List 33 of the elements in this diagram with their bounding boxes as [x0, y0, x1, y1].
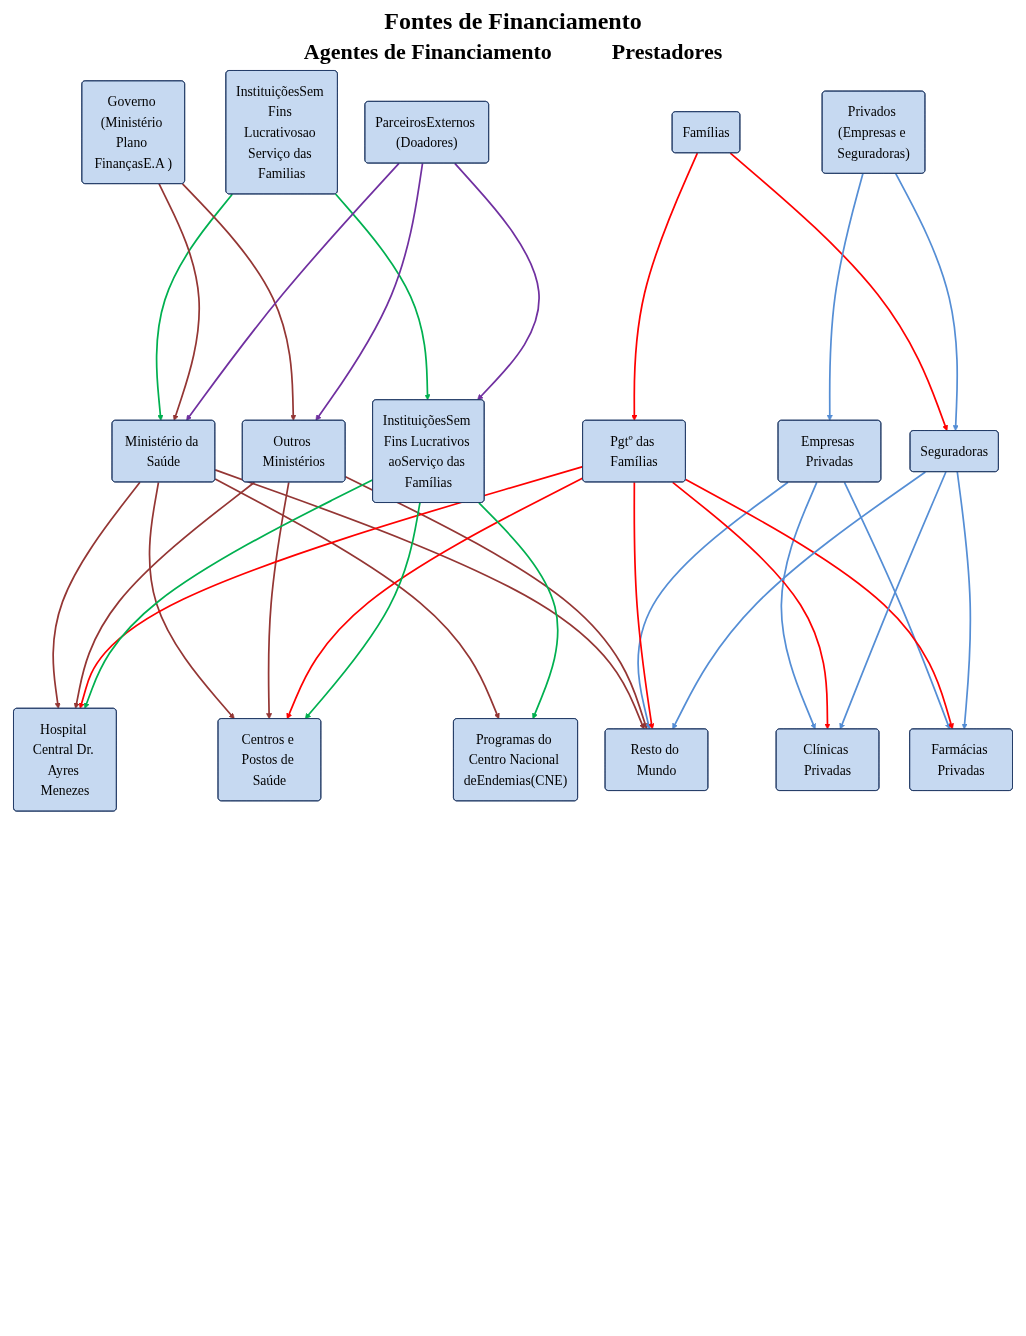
- arrow: [73, 481, 256, 709]
- arrow: [684, 478, 954, 730]
- arrow: [286, 477, 584, 720]
- arrow: [729, 152, 948, 432]
- arrow: [83, 478, 374, 709]
- arrow: [52, 481, 141, 709]
- arrow: [186, 162, 400, 421]
- arrow: [344, 475, 648, 730]
- arrow: [155, 193, 234, 421]
- arrow: [956, 471, 972, 730]
- section-heading: Prestadores: [611, 39, 723, 65]
- arrow: [148, 481, 235, 720]
- arrow: [304, 502, 421, 720]
- section-heading: Agentes de Financiamento: [303, 39, 552, 65]
- arrow: [894, 172, 959, 432]
- arrow: [671, 481, 831, 730]
- title: Fontes de Financiamento: [384, 8, 642, 35]
- arrow: [672, 471, 927, 730]
- arrow: [780, 481, 818, 730]
- arrow: [334, 193, 431, 401]
- arrow: [214, 469, 645, 730]
- arrow: [478, 502, 559, 720]
- arrow: [158, 183, 201, 421]
- arrow: [266, 481, 290, 720]
- arrow: [633, 481, 655, 730]
- arrow: [181, 183, 297, 421]
- arrow: [637, 481, 789, 730]
- arrow: [214, 478, 500, 720]
- arrow: [315, 162, 424, 421]
- arrow: [631, 152, 699, 421]
- arrow: [453, 162, 540, 401]
- arrow: [78, 465, 584, 709]
- arrow: [826, 172, 864, 421]
